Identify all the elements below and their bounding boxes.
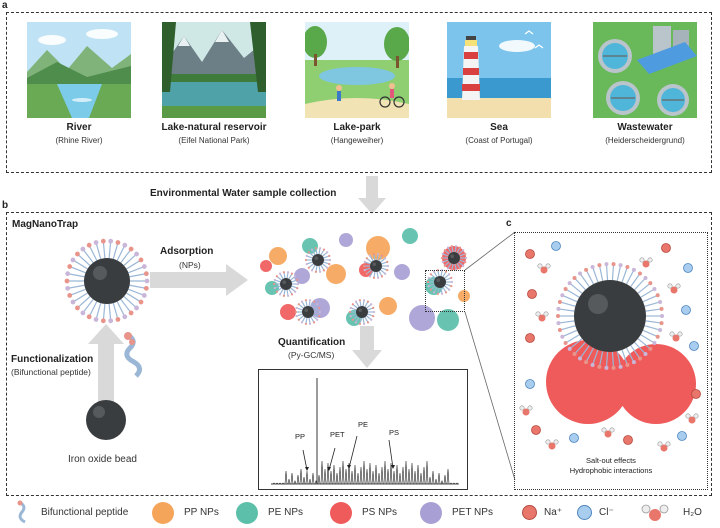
legend-pp-swatch xyxy=(152,502,174,524)
chromatogram-frame xyxy=(258,369,468,490)
hydrophobic-caption: Hydrophobic interactions xyxy=(569,466,653,475)
adsorption-sub: (NPs) xyxy=(179,260,201,270)
sample-collection-caption: Environmental Water sample collection xyxy=(150,188,337,199)
adsorption-label: Adsorption xyxy=(160,246,214,257)
site-location-sea: (Coast of Portugal) xyxy=(465,136,533,145)
legend-pe-swatch xyxy=(236,502,258,524)
legend-pp-label: PP NPs xyxy=(184,507,219,518)
panel-c-letter: c xyxy=(506,218,512,229)
salt-out-caption: Salt-out effects xyxy=(586,456,636,465)
quantification-sub: (Py-GC/MS) xyxy=(288,350,335,360)
legend-pet-swatch xyxy=(420,502,442,524)
panel-a-letter: a xyxy=(2,0,8,11)
panel-b-letter: b xyxy=(2,200,9,211)
site-name-river: River xyxy=(66,122,92,133)
legend-peptide-icon xyxy=(17,500,26,524)
wastewater-illustration xyxy=(593,22,697,118)
legend-na-label: Na⁺ xyxy=(544,507,563,518)
functionalization-sub: (Bifunctional peptide) xyxy=(11,367,91,377)
functionalized-bead xyxy=(64,238,150,324)
peak-label-pet: PET xyxy=(330,430,345,439)
magnanotrap-title: MagNanoTrap xyxy=(12,219,79,230)
panel-c-frame xyxy=(514,232,708,490)
site-name-lake-park: Lake-park xyxy=(333,122,381,133)
legend-peptide-label: Bifunctional peptide xyxy=(41,507,129,518)
peptide-icon xyxy=(124,332,142,378)
site-name-lake-reservoir: Lake-natural reservoir xyxy=(161,122,267,133)
iron-oxide-bead xyxy=(86,400,126,440)
panel-a-frame xyxy=(6,12,712,173)
site-location-lake-park: (Hangeweiher) xyxy=(330,136,384,145)
lake-reservoir-illustration xyxy=(162,22,266,118)
legend-water-label: H₂O xyxy=(683,507,702,518)
nanoparticle-cluster xyxy=(260,228,470,331)
legend-pe-label: PE NPs xyxy=(268,507,304,518)
lake-park-illustration xyxy=(305,22,409,118)
river-illustration xyxy=(27,22,131,118)
collection-down-arrow xyxy=(358,176,386,214)
site-name-sea: Sea xyxy=(490,122,508,133)
iron-oxide-bead-label: Iron oxide bead xyxy=(68,454,137,465)
chromatogram xyxy=(271,378,459,485)
quantification-label: Quantification xyxy=(278,337,346,348)
panel-b-frame xyxy=(6,212,712,496)
adsorption-arrow xyxy=(150,264,248,296)
legend-cl-label: Cl⁻ xyxy=(599,507,614,518)
functionalization-arrow xyxy=(88,324,124,406)
peak-label-pe: PE xyxy=(358,420,369,429)
site-location-lake-reservoir: (Eifel National Park) xyxy=(178,136,250,145)
zoom-lines xyxy=(464,231,516,481)
legend-water-icon xyxy=(641,504,669,521)
site-location-wastewater: (Heiderscheidergrund) xyxy=(605,136,685,145)
peak-label-ps: PS xyxy=(389,428,400,437)
quantification-arrow xyxy=(352,326,382,368)
legend-ps-label: PS NPs xyxy=(362,507,398,518)
salt-out-illustration xyxy=(519,241,701,452)
legend-na-swatch xyxy=(522,505,537,520)
legend-pet-label: PET NPs xyxy=(452,507,493,518)
zoom-selection-box xyxy=(425,270,465,312)
legend-ps-swatch xyxy=(330,502,352,524)
site-location-river: (Rhine River) xyxy=(55,136,103,145)
peak-label-pp: PP xyxy=(295,432,306,441)
functionalization-label: Functionalization xyxy=(11,354,94,365)
site-name-wastewater: Wastewater xyxy=(617,122,673,133)
legend-cl-swatch xyxy=(577,505,592,520)
sea-illustration xyxy=(447,22,551,118)
